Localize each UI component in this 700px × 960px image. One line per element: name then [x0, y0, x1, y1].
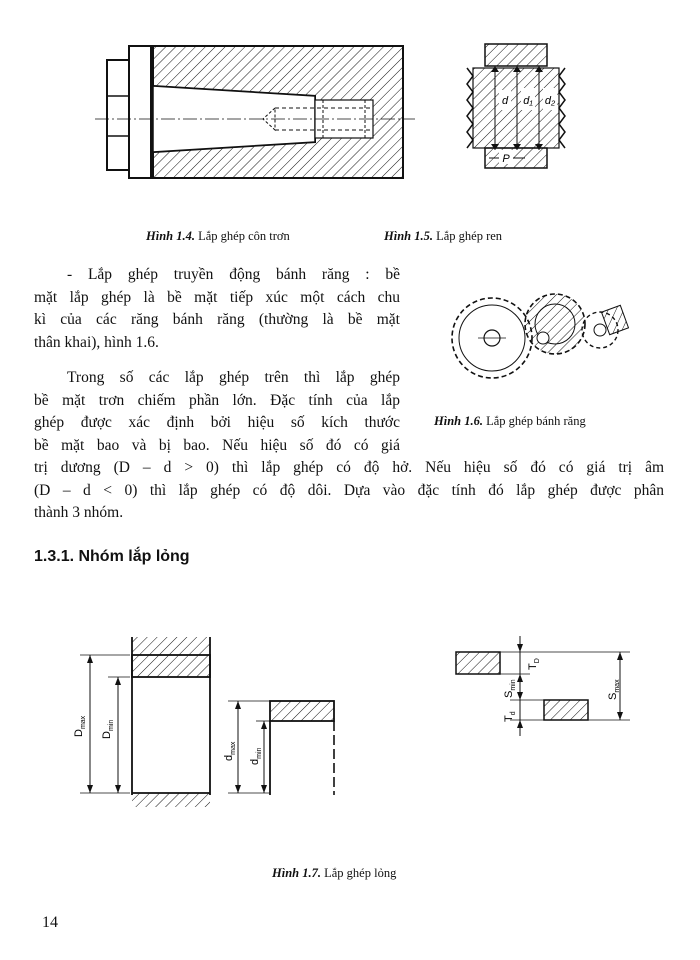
gear-fit-paragraph: - Lắp ghép truyền động bánh răng : bề mặ… [34, 264, 400, 354]
dim-d-max-label: dmax [223, 741, 237, 761]
dim-S-max-label: Smax [607, 679, 621, 700]
figure-1-7-title: Lắp ghép lỏng [324, 866, 397, 880]
figure-1-5-title: Lắp ghép ren [436, 229, 503, 243]
thread-d1-label: d₁ [523, 95, 533, 107]
figure-1-4-label: Hình 1.4. [146, 229, 195, 243]
gear-para-line-2: mặt lắp ghép là bề mặt tiếp xúc một cách… [34, 288, 400, 306]
fit-characteristics-paragraph-wide: trị dương (D – d > 0) thì lắp ghép có độ… [34, 457, 664, 525]
figure-1-6-caption: Hình 1.6. Lắp ghép bánh răng [434, 414, 586, 429]
dim-d-min-label: dmin [249, 747, 263, 765]
dim-T-D-label: TD [527, 658, 541, 670]
gear-para-line-3: kì của các răng bánh răng (thường là bề … [34, 311, 400, 328]
fit-para-line-1: Trong số các lắp ghép trên thì lắp ghép [67, 369, 400, 386]
thread-d-label: d [502, 95, 509, 107]
section-heading: 1.3.1. Nhóm lắp lỏng [34, 548, 190, 565]
dim-T-d-label: Td [503, 711, 517, 722]
fit-para-line-6: (D – d < 0) thì lắp ghép có độ dôi. Dựa … [34, 481, 664, 499]
fit-para-line-5: trị dương (D – d > 0) thì lắp ghép có độ… [34, 459, 664, 476]
figure-1-4-title: Lắp ghép côn trơn [198, 229, 290, 243]
figure-1-5-label: Hình 1.5. [384, 229, 433, 243]
dim-D-min-label: Dmin [101, 720, 115, 739]
fit-para-line-3: ghép được xác định bởi hiệu số kích thướ… [34, 414, 400, 431]
figure-1-7-label: Hình 1.7. [272, 866, 321, 880]
figure-1-7-tolerance-zone-drawing: TD Smin Td Smax [455, 636, 630, 736]
figure-1-5-caption: Hình 1.5. Lắp ghép ren [384, 229, 502, 244]
gear-para-line-1: - Lắp ghép truyền động bánh răng : bề [67, 266, 400, 283]
fit-para-line-7: thành 3 nhóm. [34, 504, 124, 521]
fit-characteristics-paragraph-short: Trong số các lắp ghép trên thì lắp ghép … [34, 367, 400, 457]
gear-para-line-4: thân khai), hình 1.6. [34, 333, 159, 351]
figure-1-4-caption: Hình 1.4. Lắp ghép côn trơn [146, 229, 290, 244]
figure-1-7-clearance-fit-drawing: Dmax Dmin dmax dmin [73, 637, 335, 807]
page-number: 14 [42, 914, 58, 931]
fit-para-line-2: bề mặt trơn chiếm phần lớn. Đặc tính của… [34, 391, 400, 409]
figure-1-4-tapered-fit-drawing [95, 45, 415, 179]
thread-d2-label: d₂ [545, 95, 556, 107]
dim-D-max-label: Dmax [73, 715, 87, 737]
figure-1-6-label: Hình 1.6. [434, 414, 483, 428]
fit-para-line-4: bề mặt bao và bị bao. Nếu hiệu số đó có … [34, 436, 400, 454]
dim-S-min-label: Smin [503, 679, 517, 698]
figure-1-6-title: Lắp ghép bánh răng [486, 414, 586, 428]
thread-pitch-label: P [502, 153, 510, 165]
figure-1-5-thread-fit-drawing: d d₁ d₂ P [466, 43, 566, 169]
figure-1-7-caption: Hình 1.7. Lắp ghép lỏng [272, 866, 396, 881]
figure-1-6-gear-drawing [451, 293, 630, 379]
